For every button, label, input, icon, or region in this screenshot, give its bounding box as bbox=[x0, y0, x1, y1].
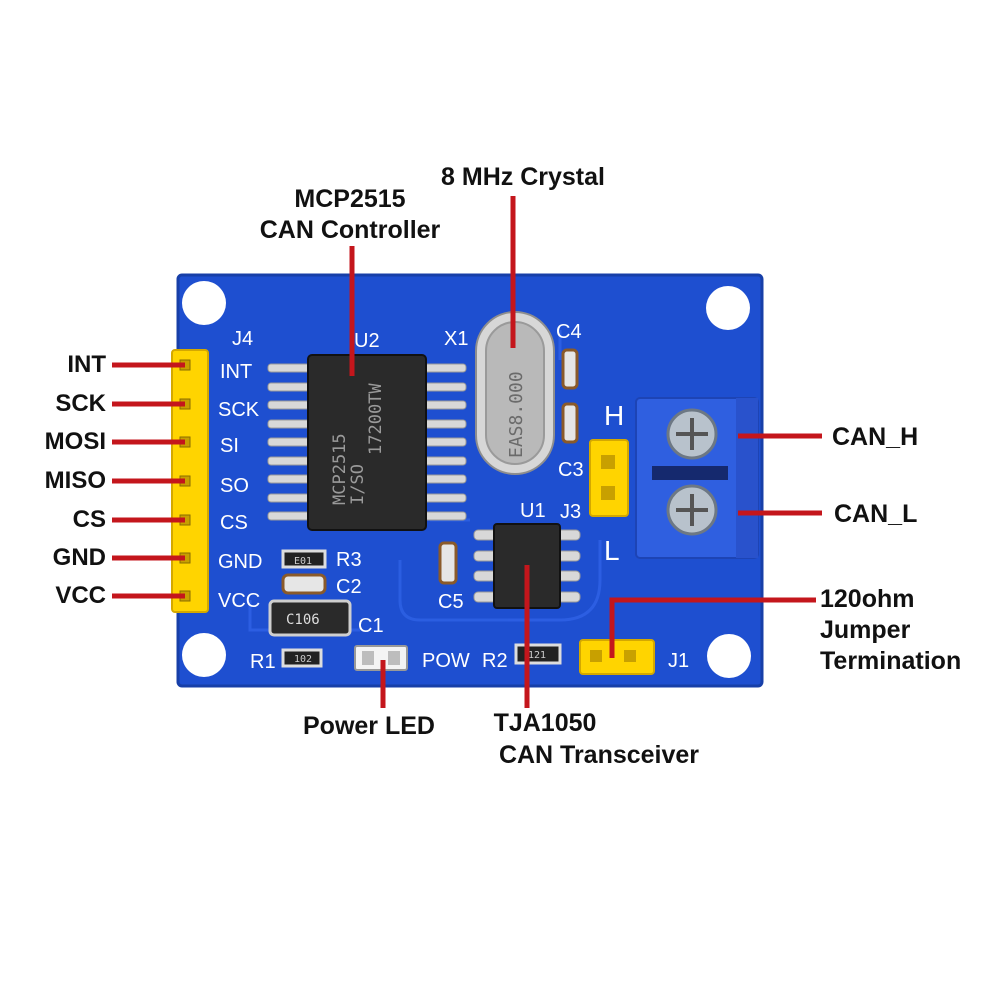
silk-c2: C2 bbox=[336, 576, 362, 598]
callout-transceiver-line2: CAN Transceiver bbox=[498, 741, 700, 769]
jumper-j3 bbox=[589, 439, 629, 517]
resistor-r1: 102 bbox=[281, 648, 323, 668]
capacitor-c5 bbox=[438, 541, 458, 585]
mcp-chip-marking-3: 17200TW bbox=[366, 383, 386, 455]
silk-pin-int: INT bbox=[220, 361, 252, 383]
power-led bbox=[354, 645, 408, 671]
c106-marking: C106 bbox=[286, 612, 320, 628]
mounting-hole-bottom-left bbox=[182, 633, 226, 677]
capacitor-c2 bbox=[281, 573, 327, 595]
tja1050-chip bbox=[473, 523, 581, 609]
r1-marking: 102 bbox=[294, 654, 312, 665]
capacitor-c106: C106 bbox=[268, 599, 352, 637]
callout-can-l: CAN_L bbox=[834, 500, 918, 528]
silk-r1: R1 bbox=[250, 651, 276, 673]
silk-c3: C3 bbox=[558, 459, 584, 481]
silk-pin-si: SI bbox=[220, 435, 239, 457]
mcp2515-chip: MCP2515 I/SO 17200TW bbox=[267, 354, 467, 531]
capacitor-c3 bbox=[561, 402, 579, 444]
silk-pin-sck: SCK bbox=[218, 399, 260, 421]
silk-pin-cs: CS bbox=[220, 512, 248, 534]
pin-label-mosi: MOSI bbox=[44, 428, 106, 455]
silk-j1: J1 bbox=[668, 650, 689, 672]
callout-crystal: 8 MHz Crystal bbox=[441, 163, 605, 191]
callout-controller-line2: CAN Controller bbox=[259, 216, 441, 244]
pin-label-cs: CS bbox=[72, 506, 106, 533]
silk-h: H bbox=[604, 400, 624, 431]
callout-jumper-line3: Termination bbox=[820, 647, 962, 675]
r3-marking: E01 bbox=[294, 556, 312, 567]
callout-jumper-line2: Jumper bbox=[820, 616, 911, 644]
silk-u1: U1 bbox=[520, 500, 546, 522]
resistor-r3: E01 bbox=[281, 549, 327, 569]
callout-controller-line1: MCP2515 bbox=[294, 185, 406, 213]
silk-r3: R3 bbox=[336, 549, 362, 571]
pin-label-vcc: VCC bbox=[55, 582, 106, 609]
mounting-hole-top-left bbox=[182, 281, 226, 325]
silk-pin-so: SO bbox=[220, 475, 249, 497]
pin-label-sck: SCK bbox=[55, 390, 106, 417]
callout-jumper-line1: 120ohm bbox=[820, 585, 915, 613]
silk-u2: U2 bbox=[354, 330, 380, 352]
leader-jumper bbox=[609, 597, 816, 658]
callout-can-h: CAN_H bbox=[832, 423, 919, 451]
mounting-hole-top-right bbox=[706, 286, 750, 330]
silk-j4: J4 bbox=[232, 328, 253, 350]
silk-j3: J3 bbox=[560, 501, 581, 523]
capacitor-c4 bbox=[561, 348, 579, 390]
pin-label-int: INT bbox=[67, 351, 106, 378]
silk-c1: C1 bbox=[358, 615, 384, 637]
mounting-hole-bottom-right bbox=[707, 634, 751, 678]
callout-transceiver-line1: TJA1050 bbox=[493, 709, 597, 737]
leader-lines bbox=[112, 196, 822, 708]
silk-x1: X1 bbox=[444, 328, 468, 350]
mcp-chip-marking-2: I/SO bbox=[348, 464, 368, 505]
crystal-marking: EAS8.000 bbox=[506, 371, 527, 458]
resistor-r2: 121 bbox=[514, 643, 562, 665]
mcp-chip-marking-1: MCP2515 bbox=[330, 433, 350, 505]
silk-c5: C5 bbox=[438, 591, 464, 613]
screw-terminal bbox=[635, 397, 759, 559]
pin-label-gnd: GND bbox=[52, 544, 106, 571]
silk-pow: POW bbox=[422, 650, 470, 672]
jumper-j1 bbox=[579, 639, 655, 675]
silk-l: L bbox=[604, 535, 620, 566]
silk-c4: C4 bbox=[556, 321, 582, 343]
r2-marking: 121 bbox=[528, 650, 546, 661]
crystal-x1: EAS8.000 bbox=[475, 311, 555, 475]
callout-power-led: Power LED bbox=[303, 712, 435, 740]
pin-label-miso: MISO bbox=[44, 467, 106, 494]
silk-r2: R2 bbox=[482, 650, 508, 672]
silk-pin-vcc: VCC bbox=[218, 590, 260, 612]
silk-pin-gnd: GND bbox=[218, 551, 262, 573]
